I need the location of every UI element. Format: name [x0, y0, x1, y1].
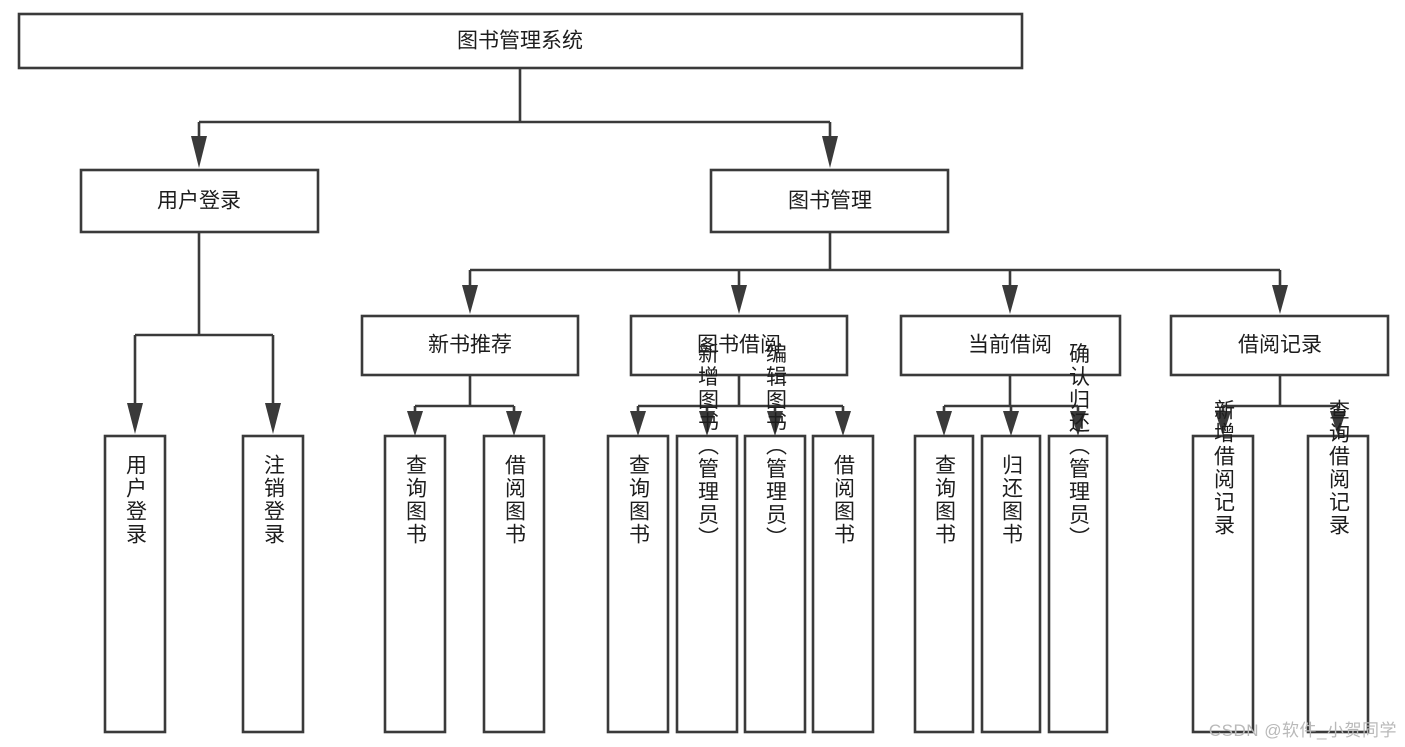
arrow-bookborrow-leaf3: [767, 411, 783, 436]
leaf-node[interactable]: 注销登录: [241, 434, 305, 734]
root-box: [17, 12, 1024, 70]
leaf-node[interactable]: 借阅图书: [811, 434, 875, 734]
leaf-box: [241, 434, 305, 734]
arrow-bookmgmt-c4: [1272, 285, 1288, 314]
leaf-node[interactable]: 新增图书（管理员）: [675, 343, 739, 734]
arrow-bookborrow-leaf4: [835, 411, 851, 436]
arrow-borrowrecord-leaf1: [1215, 411, 1231, 436]
arrow-bookmgmt-c2: [731, 285, 747, 314]
leaf-label: 归还图书: [1000, 454, 1024, 546]
leaf-box: [383, 434, 447, 734]
leaf-node[interactable]: 查询图书: [606, 434, 670, 734]
root-label: 图书管理系统: [457, 30, 583, 53]
arrow-root-to-login: [191, 136, 207, 168]
arrow-newbook-leaf1: [407, 411, 423, 436]
leaf-label: 查询借阅记录: [1327, 399, 1351, 537]
leaf-box: [482, 434, 546, 734]
leaf-label: 注销登录: [262, 454, 286, 546]
leaf-label: 新增图书（管理员）: [696, 343, 720, 550]
leaf-label: 确认归还（管理员）: [1067, 343, 1091, 550]
leaf-node[interactable]: 查询借阅记录: [1306, 399, 1370, 734]
leaf-label: 用户登录: [124, 454, 148, 546]
borrow-record-label: 借阅记录: [1238, 334, 1322, 357]
leaf-node[interactable]: 借阅图书: [482, 434, 546, 734]
node-book-borrow[interactable]: 图书借阅: [629, 314, 849, 377]
arrow-bookborrow-leaf2: [699, 411, 715, 436]
leaf-box: [913, 434, 975, 734]
leaf-box: [1306, 434, 1370, 734]
leaf-label: 编辑图书（管理员）: [764, 343, 788, 550]
book-management-label: 图书管理: [788, 190, 872, 213]
node-root[interactable]: 图书管理系统: [17, 12, 1024, 70]
leaf-box: [811, 434, 875, 734]
current-borrow-label: 当前借阅: [968, 334, 1052, 357]
leaf-box: [606, 434, 670, 734]
leaf-box: [1047, 434, 1109, 734]
arrow-newbook-leaf2: [506, 411, 522, 436]
leaf-node[interactable]: 查询图书: [913, 434, 975, 734]
node-new-book-recommend[interactable]: 新书推荐: [360, 314, 580, 377]
leaf-label: 借阅图书: [832, 454, 856, 546]
book-management-box: [709, 168, 950, 234]
arrow-bookborrow-leaf1: [630, 411, 646, 436]
arrow-root-to-bookmgmt: [822, 136, 838, 168]
arrow-currentborrow-leaf3: [1070, 411, 1086, 436]
leaf-node[interactable]: 新增借阅记录: [1191, 399, 1255, 734]
leaf-label: 查询图书: [627, 454, 651, 546]
leaf-node[interactable]: 用户登录: [103, 434, 167, 734]
new-book-recommend-box: [360, 314, 580, 377]
arrow-borrowrecord-leaf2: [1330, 411, 1346, 436]
leaf-box: [103, 434, 167, 734]
book-borrow-box: [629, 314, 849, 377]
leaf-node[interactable]: 确认归还（管理员）: [1047, 343, 1109, 734]
borrow-record-box: [1169, 314, 1390, 377]
leaf-box: [980, 434, 1042, 734]
user-login-label: 用户登录: [157, 190, 241, 213]
new-book-recommend-label: 新书推荐: [428, 334, 512, 357]
arrow-bookmgmt-c1: [462, 285, 478, 314]
arrow-userlogin-leaf2: [265, 403, 281, 434]
arrow-currentborrow-leaf2: [1003, 411, 1019, 436]
leaf-node[interactable]: 归还图书: [980, 434, 1042, 734]
current-borrow-box: [899, 314, 1122, 377]
node-current-borrow[interactable]: 当前借阅: [899, 314, 1122, 377]
leaf-box: [743, 434, 807, 734]
book-borrow-label: 图书借阅: [697, 334, 781, 357]
leaf-box: [1191, 434, 1255, 734]
node-user-login[interactable]: 用户登录: [79, 168, 320, 234]
leaf-node[interactable]: 编辑图书（管理员）: [743, 343, 807, 734]
leaf-label: 查询图书: [933, 454, 957, 546]
node-book-management[interactable]: 图书管理: [709, 168, 950, 234]
arrow-userlogin-leaf1: [127, 403, 143, 434]
arrow-bookmgmt-c3: [1002, 285, 1018, 314]
leaf-node[interactable]: 查询图书: [383, 434, 447, 734]
leaf-label: 借阅图书: [503, 454, 527, 546]
leaf-box: [675, 434, 739, 734]
leaf-label: 新增借阅记录: [1212, 399, 1236, 537]
leaf-label: 查询图书: [404, 454, 428, 546]
node-borrow-record[interactable]: 借阅记录: [1169, 314, 1390, 377]
arrow-currentborrow-leaf1: [936, 411, 952, 436]
